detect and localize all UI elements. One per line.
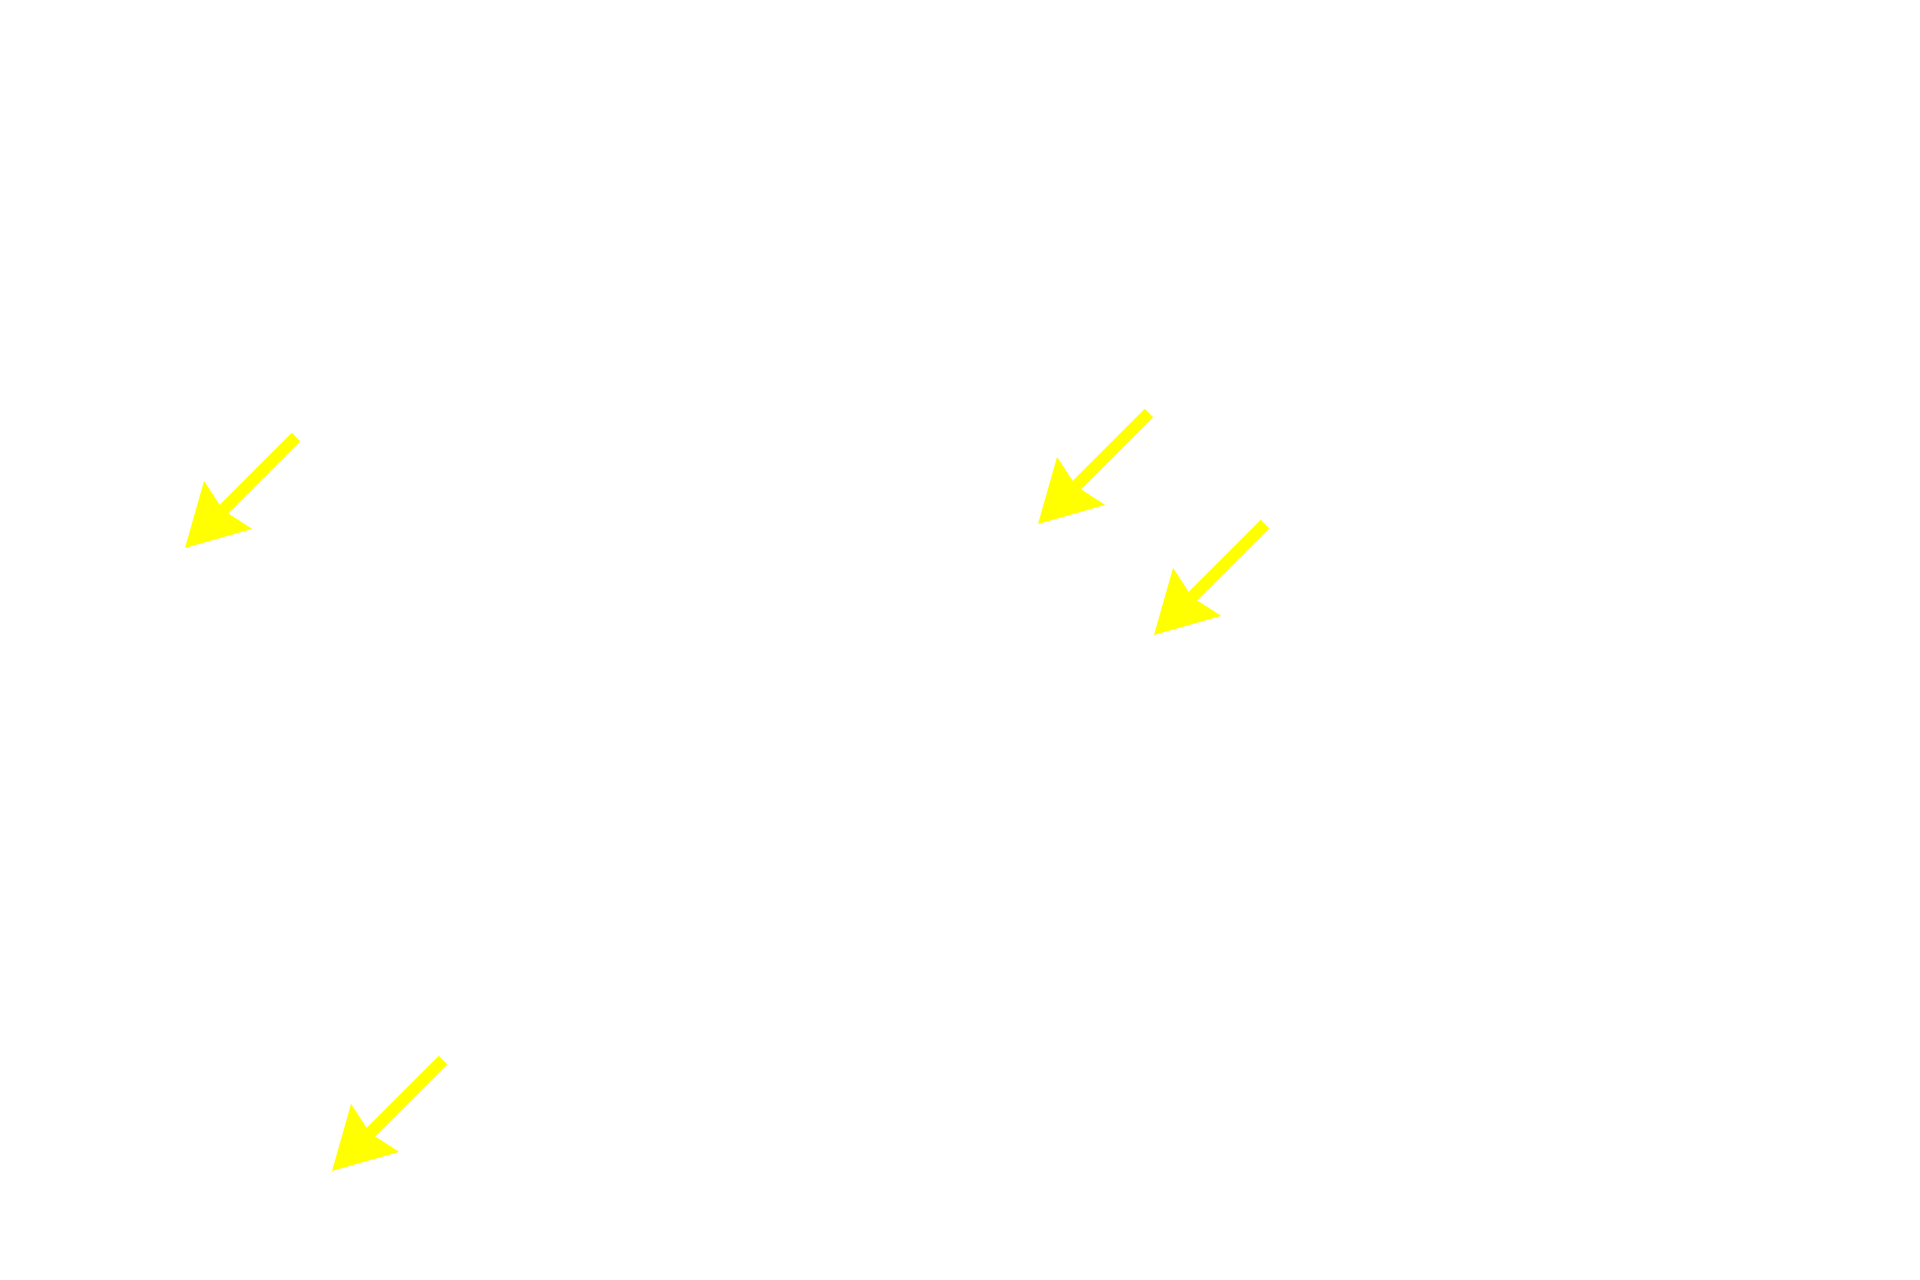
arrow-down-left-icon xyxy=(1153,519,1270,636)
arrow-down-left-icon xyxy=(184,432,301,549)
arrow-down-left-icon xyxy=(331,1055,448,1172)
arrow-down-left-icon xyxy=(1037,408,1154,525)
